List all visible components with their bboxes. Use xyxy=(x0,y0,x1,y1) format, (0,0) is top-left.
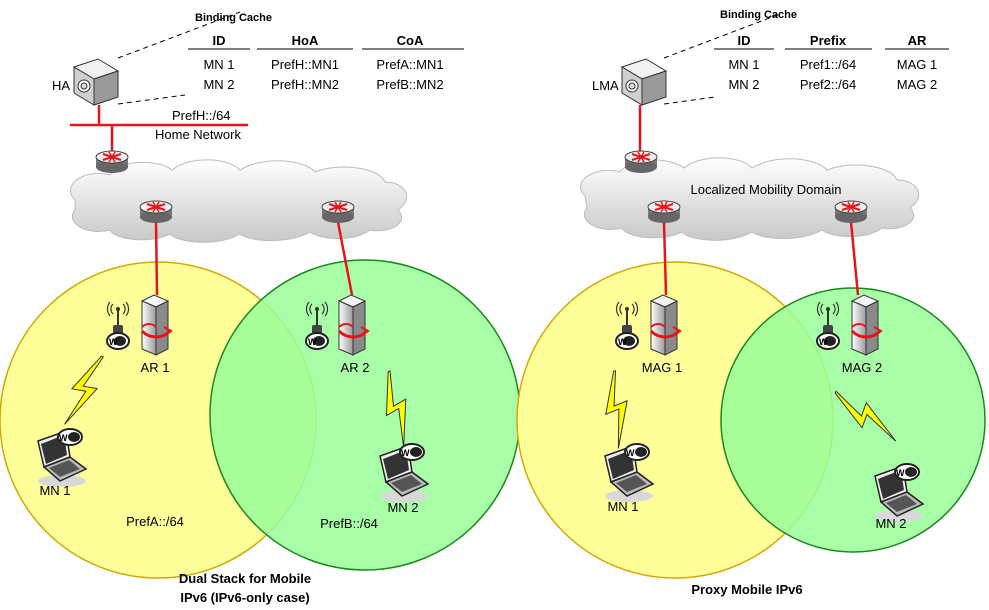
ar1-link xyxy=(154,221,159,296)
mag2-link xyxy=(849,221,860,296)
home-prefix-label: PrefH::/64 xyxy=(172,108,231,123)
table-header-prefix: Prefix xyxy=(810,33,847,48)
table-header-ar: AR xyxy=(908,33,927,48)
table-cell: PrefB::MN2 xyxy=(376,77,443,92)
table-cell: MAG 1 xyxy=(897,57,937,72)
home-router-icon xyxy=(95,150,129,174)
mn1-label: MN 1 xyxy=(607,499,638,514)
ar2-link xyxy=(336,221,354,296)
pref-b-label: PrefB::/64 xyxy=(320,516,378,531)
dsmipv6-diagram: Binding Cache ID HoA CoA MN 1 PrefH::MN1… xyxy=(0,11,521,605)
mag2-label: MAG 2 xyxy=(842,360,882,375)
mag1-link xyxy=(662,221,668,296)
mag1-label: MAG 1 xyxy=(642,360,682,375)
ha-label: HA xyxy=(52,78,70,93)
access-router-ar2-icon xyxy=(337,293,370,357)
table-header-id: ID xyxy=(738,33,751,48)
mag1-server-icon xyxy=(649,293,682,357)
coverage-area-mag2 xyxy=(720,287,986,553)
router-mag2-icon xyxy=(834,200,868,224)
pref-a-label: PrefA::/64 xyxy=(126,514,184,529)
binding-cache-callout-bottom xyxy=(663,96,716,105)
pmipv6-diagram: Binding Cache ID Prefix AR MN 1 Pref1::/… xyxy=(516,9,986,597)
mn2-label: MN 2 xyxy=(387,500,418,515)
table-cell: MAG 2 xyxy=(897,77,937,92)
lma-label: LMA xyxy=(592,78,619,93)
binding-cache-callout-top xyxy=(663,13,781,59)
table-cell: PrefH::MN2 xyxy=(271,77,339,92)
table-cell: Pref2::/64 xyxy=(800,77,856,92)
table-cell: MN 1 xyxy=(203,57,234,72)
mag2-server-icon xyxy=(850,293,883,357)
domain-label: Localized Mobility Domain xyxy=(690,182,841,197)
diagram-caption-right: Proxy Mobile IPv6 xyxy=(691,582,802,597)
ar1-label: AR 1 xyxy=(141,360,170,375)
access-router-ar1-icon xyxy=(140,293,173,357)
home-agent-icon xyxy=(73,58,119,106)
table-cell: PrefH::MN1 xyxy=(271,57,339,72)
router-ar1-icon xyxy=(139,200,173,224)
home-network-label: Home Network xyxy=(155,127,241,142)
table-cell: PrefA::MN1 xyxy=(376,57,443,72)
diagram-caption-left-line1: Dual Stack for Mobile xyxy=(179,571,311,586)
table-cell: Pref1::/64 xyxy=(800,57,856,72)
mn1-label: MN 1 xyxy=(39,483,70,498)
table-cell: MN 1 xyxy=(728,57,759,72)
table-header-coa: CoA xyxy=(397,33,424,48)
lma-icon xyxy=(621,58,667,106)
binding-cache-callout-bottom xyxy=(117,94,186,105)
binding-cache-title-right: Binding Cache xyxy=(720,9,797,21)
diagram-caption-left-line2: IPv6 (IPv6-only case) xyxy=(180,590,309,605)
mn2-label: MN 2 xyxy=(875,516,906,531)
table-header-id: ID xyxy=(213,33,226,48)
table-header-hoa: HoA xyxy=(292,33,319,48)
table-cell: MN 2 xyxy=(728,77,759,92)
binding-cache-callout-top xyxy=(117,11,241,59)
ar2-label: AR 2 xyxy=(341,360,370,375)
lma-router-icon xyxy=(624,150,658,174)
binding-cache-title-left: Binding Cache xyxy=(195,12,272,24)
table-cell: MN 2 xyxy=(203,77,234,92)
cloud-icon xyxy=(69,159,408,243)
router-ar2-icon xyxy=(321,200,355,224)
router-mag1-icon xyxy=(647,200,681,224)
